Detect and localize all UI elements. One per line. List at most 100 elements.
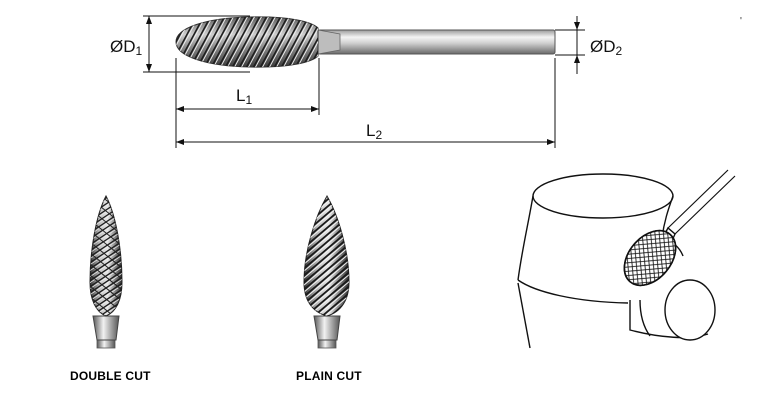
flute-line <box>279 16 311 68</box>
flute-line <box>140 14 170 70</box>
flute-line <box>211 16 243 68</box>
flute-line <box>304 246 349 294</box>
flute-line <box>85 162 127 190</box>
flute-line <box>90 269 122 299</box>
workpiece-top <box>532 173 674 219</box>
flute-line <box>300 16 318 68</box>
flute-line <box>304 263 349 310</box>
flute-line <box>267 16 299 68</box>
flute-line <box>223 16 255 68</box>
flute-line <box>218 16 250 68</box>
flute-line <box>225 16 257 68</box>
burr-head-flutes <box>140 14 318 70</box>
flute-line <box>304 256 349 303</box>
label-l2: L2 <box>366 121 382 142</box>
flute-line <box>251 16 283 68</box>
flute-line <box>85 160 127 188</box>
flute-line <box>246 16 278 68</box>
flute-line <box>85 148 127 176</box>
dimension-arrows <box>146 16 580 145</box>
flute-line <box>295 16 318 68</box>
flute-line <box>90 257 122 287</box>
flute-line <box>274 16 306 68</box>
flute-line <box>300 149 354 195</box>
flute-line <box>85 156 127 184</box>
flute-line <box>304 196 349 198</box>
caption-plain-cut: PLAIN CUT <box>296 369 362 383</box>
flute-line <box>85 144 127 172</box>
burr-neck <box>317 29 341 55</box>
label-l1: L1 <box>236 86 252 107</box>
flute-line <box>258 16 290 68</box>
flute-line <box>85 161 127 195</box>
flute-line <box>300 124 354 170</box>
workpiece-base-left <box>517 282 531 349</box>
flute-line <box>85 150 127 184</box>
workpiece-left-edge <box>517 195 534 281</box>
flute-line <box>216 16 248 68</box>
label-d2: ØD2 <box>590 37 623 58</box>
flute-line <box>230 16 262 68</box>
flute-line <box>304 253 349 301</box>
flute-line <box>300 121 354 167</box>
plain-cut-shank <box>317 339 337 349</box>
double-cut-shank <box>96 339 116 349</box>
flute-line <box>304 260 349 308</box>
flute-line <box>85 154 127 182</box>
flute-line <box>204 16 236 68</box>
flute-line <box>304 288 349 316</box>
flute-line <box>90 249 122 279</box>
flute-line <box>304 291 349 316</box>
flute-line <box>237 16 269 68</box>
caption-double-cut: DOUBLE CUT <box>70 369 151 383</box>
workpiece-curve <box>517 279 629 304</box>
plain-cut-neck <box>313 315 341 341</box>
flute-line <box>85 142 127 170</box>
flute-line <box>209 16 241 68</box>
double-cut-neck <box>92 315 120 341</box>
flute-line <box>90 255 122 285</box>
plain-cut-burr <box>300 114 354 349</box>
flute-line <box>195 16 227 68</box>
flute-line <box>176 16 178 68</box>
flute-line <box>300 138 354 184</box>
double-cut-burr <box>85 142 127 349</box>
flute-line <box>232 16 264 68</box>
flute-line <box>304 284 349 316</box>
flute-line <box>197 16 229 68</box>
flute-line <box>293 16 318 68</box>
cylinder-end <box>664 279 716 341</box>
flute-line <box>281 16 313 68</box>
flute-line <box>272 16 304 68</box>
flute-line <box>300 114 354 160</box>
flute-line <box>90 245 122 275</box>
flute-line <box>300 145 354 191</box>
flute-line <box>304 249 349 296</box>
flute-line <box>90 259 122 295</box>
flute-line <box>85 166 127 194</box>
flute-line <box>300 128 354 174</box>
flute-line <box>265 16 297 68</box>
dimensioned-burr <box>140 14 556 70</box>
flute-line <box>304 239 349 287</box>
flute-line <box>176 16 180 68</box>
flute-line <box>85 150 127 178</box>
flute-line <box>304 281 349 316</box>
flute-line <box>253 16 285 68</box>
usage-sketch <box>517 169 736 349</box>
flute-line <box>239 16 271 68</box>
flute-line <box>90 267 122 297</box>
flute-line <box>202 16 234 68</box>
flute-line <box>142 14 172 70</box>
flute-line <box>260 16 292 68</box>
burr-shank <box>317 29 556 55</box>
flute-line <box>300 142 354 188</box>
flute-line <box>90 196 122 197</box>
flute-line <box>300 117 354 163</box>
flute-line <box>304 242 349 289</box>
label-d1: ØD1 <box>110 37 143 58</box>
flute-line <box>244 16 276 68</box>
flute-line <box>300 131 354 177</box>
flute-line <box>302 16 318 68</box>
